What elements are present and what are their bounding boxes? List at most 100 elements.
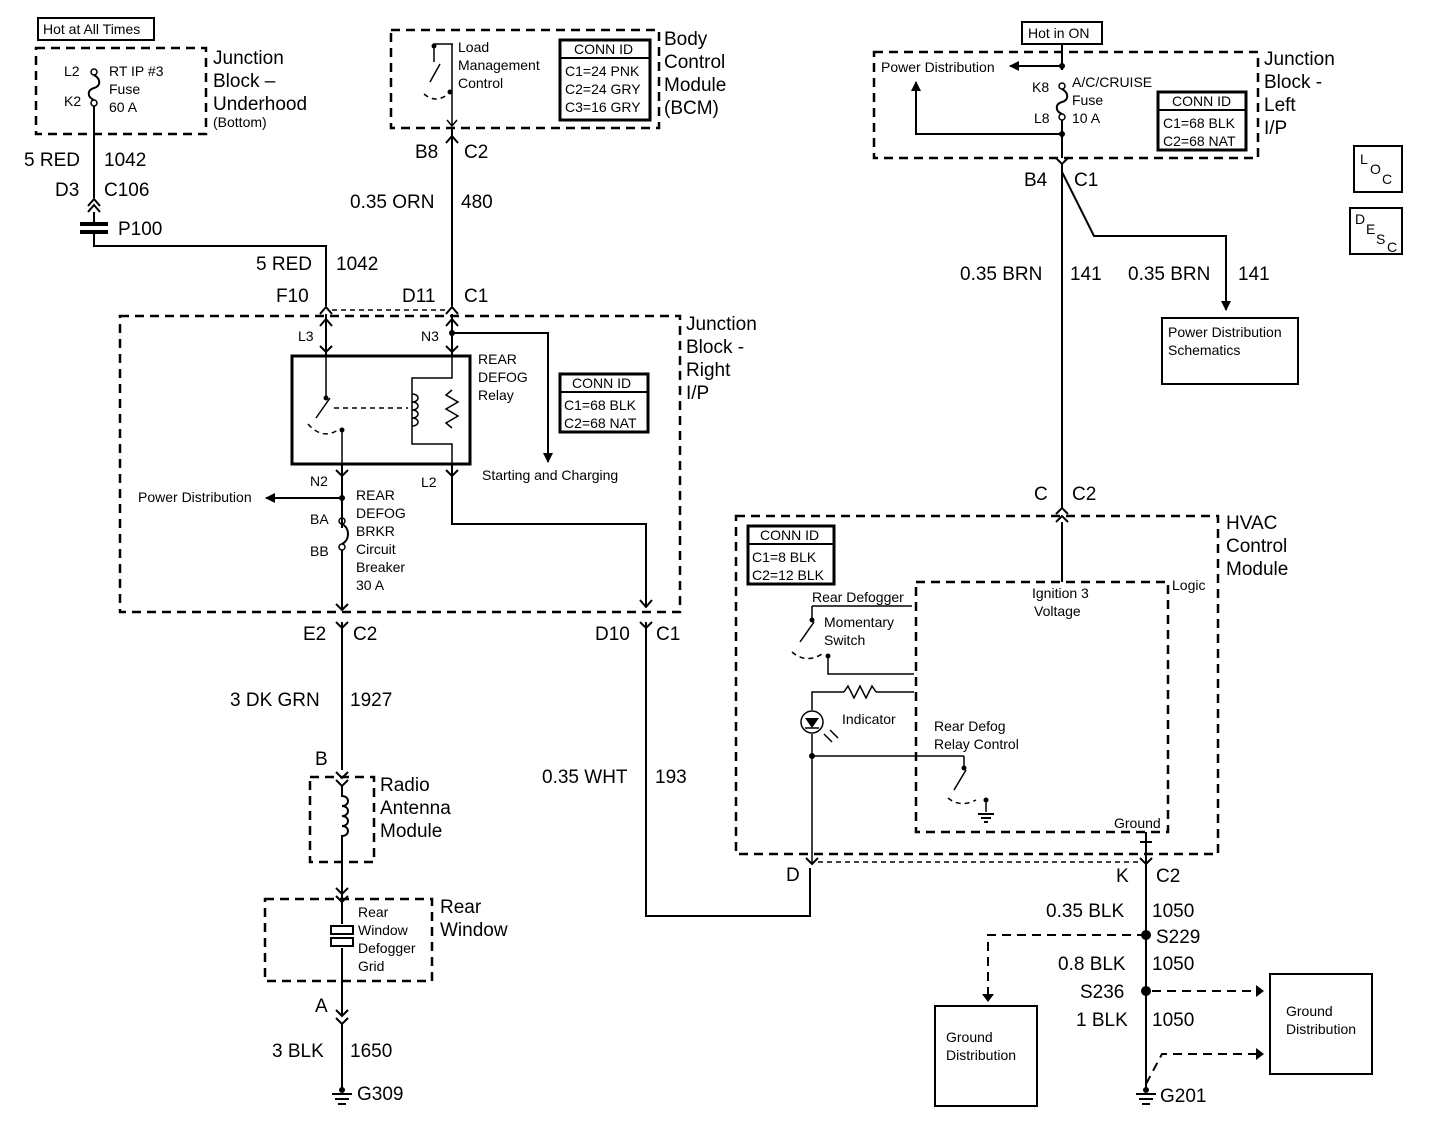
svg-text:C2=68 NAT: C2=68 NAT (564, 415, 637, 431)
connector-c1-d10: C1 (656, 624, 680, 645)
ground-g309-label: G309 (357, 1084, 403, 1105)
svg-text:I/P: I/P (686, 383, 709, 404)
jbr-conn-id-table: CONN ID C1=68 BLK C2=68 NAT (558, 372, 650, 434)
svg-text:Block -: Block - (686, 337, 744, 358)
svg-text:Fuse: Fuse (1072, 92, 1103, 108)
hot-in-on-tag: Hot in ON (1021, 21, 1103, 45)
ground-label: Ground (1114, 815, 1161, 831)
svg-text:Switch: Switch (824, 632, 865, 648)
connector-c106: C106 (104, 180, 149, 201)
svg-text:Control: Control (458, 75, 503, 91)
splice-s236 (1141, 986, 1151, 996)
load-management-switch (423, 43, 458, 128)
svg-text:Window: Window (440, 920, 508, 941)
wire-circuit-193: 193 (655, 767, 687, 788)
junction-block-underhood-title: Junction Block – Underhood (Bottom) (213, 48, 307, 130)
svg-text:HVAC: HVAC (1226, 513, 1277, 534)
wire-circuit-1050-2: 1050 (1152, 954, 1194, 975)
logic-label: Logic (1172, 577, 1205, 593)
svg-text:Hot in ON: Hot in ON (1028, 25, 1089, 41)
svg-text:Junction: Junction (213, 48, 284, 69)
wire-circuit-480: 480 (461, 192, 493, 213)
desc-button[interactable]: D E S C (1349, 207, 1403, 255)
connector-c2-bcm: C2 (464, 142, 488, 163)
svg-text:60 A: 60 A (109, 99, 138, 115)
svg-text:O: O (1370, 161, 1381, 177)
svg-text:Relay: Relay (478, 387, 514, 403)
circuit-breaker-symbol (338, 517, 349, 551)
junction-block-right-title: Junction Block - Right I/P (686, 314, 757, 404)
defogger-grid-symbol (330, 902, 354, 1016)
ground-distribution-right-box[interactable]: Ground Distribution (1269, 973, 1373, 1075)
svg-text:CONN ID: CONN ID (572, 375, 631, 391)
wire-circuit-1042-2: 1042 (336, 254, 378, 275)
connector-c2-k: C2 (1156, 866, 1180, 887)
indicator-label: Indicator (842, 711, 896, 727)
wire-gauge-5red-2: 5 RED (256, 254, 312, 275)
svg-text:S: S (1376, 231, 1385, 247)
momentary-switch-icon[interactable] (791, 606, 914, 675)
wire-gauge-1blk: 1 BLK (1076, 1010, 1128, 1031)
load-management-label: Load Management Control (458, 39, 540, 91)
svg-text:Left: Left (1264, 95, 1296, 116)
loc-button[interactable]: L O C (1353, 145, 1403, 193)
pin-a: A (315, 996, 328, 1017)
junction-block-left-ip (872, 50, 1260, 160)
connector-b8: B8 (415, 142, 438, 163)
svg-text:Ignition 3: Ignition 3 (1032, 585, 1089, 601)
svg-text:Block –: Block – (213, 71, 276, 92)
p100-splice (80, 222, 108, 234)
connector-c1-b4: C1 (1074, 170, 1098, 191)
bcm-conn-id-table: CONN ID C1=24 PNK C2=24 GRY C3=16 GRY (558, 38, 652, 122)
bcm-title: Body Control Module (BCM) (664, 29, 726, 119)
antenna-coil (341, 786, 349, 900)
svg-text:Junction: Junction (1264, 49, 1335, 70)
connector-d3: D3 (55, 180, 79, 201)
pin-k8: K8 (1032, 79, 1049, 95)
svg-text:Control: Control (1226, 536, 1287, 557)
svg-text:Circuit: Circuit (356, 541, 396, 557)
pin-l2-jbr: L2 (421, 474, 437, 490)
connector-c1-jbr: C1 (464, 286, 488, 307)
svg-text:Distribution: Distribution (1286, 1021, 1356, 1037)
wire-circuit-1927: 1927 (350, 690, 392, 711)
acc-fuse-label: A/C/CRUISE Fuse 10 A (1072, 74, 1152, 126)
svg-text:C: C (1382, 171, 1392, 187)
ground-distribution-left-box[interactable]: Ground Distribution (934, 1005, 1038, 1107)
wire-gauge-08blk: 0.8 BLK (1058, 954, 1126, 975)
wire-gauge-035wht: 0.35 WHT (542, 767, 628, 788)
svg-text:Control: Control (664, 52, 725, 73)
pin-n2: N2 (310, 473, 328, 489)
svg-text:C2=24 GRY: C2=24 GRY (565, 81, 641, 97)
ground-g201-label: G201 (1160, 1086, 1206, 1107)
svg-text:Ground: Ground (1286, 1003, 1333, 1019)
svg-text:C1=24 PNK: C1=24 PNK (565, 63, 640, 79)
svg-text:Breaker: Breaker (356, 559, 405, 575)
svg-text:Body: Body (664, 29, 708, 50)
power-distribution-schematics-box[interactable]: Power Distribution Schematics (1161, 317, 1299, 385)
wire-gauge-3dkgrn: 3 DK GRN (230, 690, 320, 711)
wire-gauge-035brn: 0.35 BRN (960, 264, 1042, 285)
connector-e2: E2 (303, 624, 326, 645)
svg-text:REAR: REAR (478, 351, 517, 367)
p100-label: P100 (118, 219, 162, 240)
rear-window-title: Rear Window (440, 897, 508, 941)
svg-text:Schematics: Schematics (1168, 342, 1240, 358)
svg-text:D: D (1355, 211, 1365, 227)
ground-g201-icon (1136, 1087, 1156, 1105)
circuit-breaker-label: REAR DEFOG BRKR Circuit Breaker 30 A (356, 487, 406, 593)
hvac-logic-block (914, 580, 1170, 834)
connector-d11: D11 (402, 286, 435, 307)
junction-block-left-title: Junction Block - Left I/P (1264, 49, 1335, 139)
relay-coil (411, 356, 460, 464)
svg-text:DEFOG: DEFOG (356, 505, 406, 521)
hvac-control-title: HVAC Control Module (1226, 513, 1288, 580)
svg-text:Load: Load (458, 39, 489, 55)
connector-b4: B4 (1024, 170, 1048, 191)
wire-circuit-141: 141 (1070, 264, 1102, 285)
svg-text:Hot at All Times: Hot at All Times (43, 21, 140, 37)
relay-control-switch (947, 756, 994, 823)
rear-defog-relay (290, 354, 472, 466)
rear-defog-relay-label: REAR DEFOG Relay (478, 351, 528, 403)
svg-text:Rear: Rear (440, 897, 482, 918)
